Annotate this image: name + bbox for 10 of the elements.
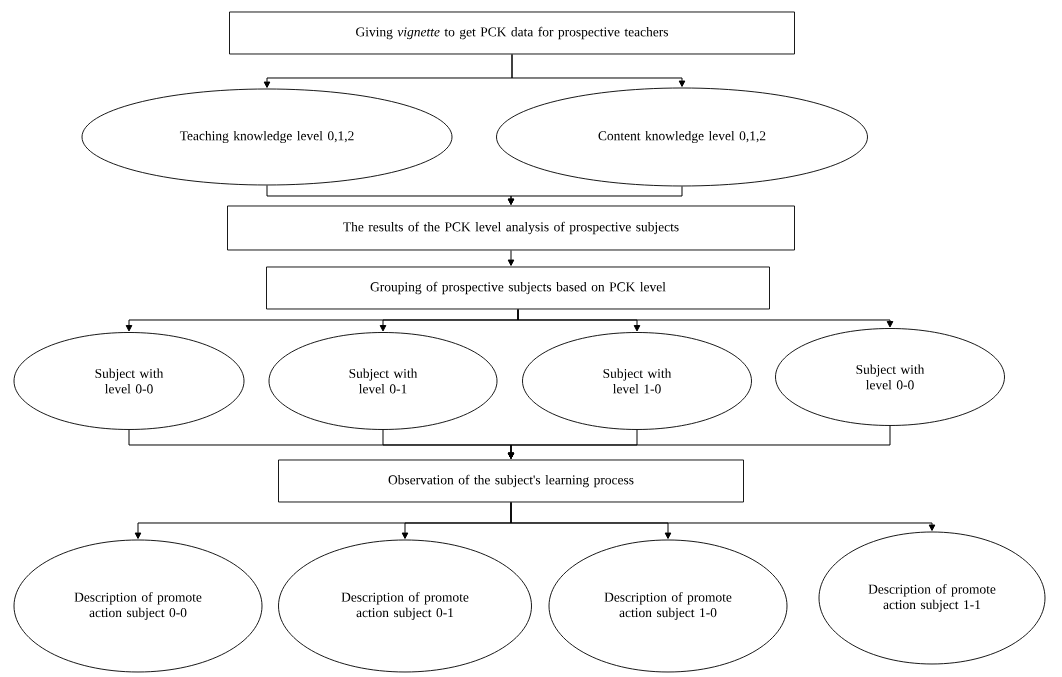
process-box: Giving vignette to get PCK data for prospective teachers xyxy=(229,11,795,55)
process-box: Grouping of prospective subjects based on PCK level xyxy=(266,266,770,310)
connector-arrow xyxy=(517,308,894,328)
connector-arrow xyxy=(511,53,686,87)
connector-arrow xyxy=(507,249,515,266)
connector-arrow xyxy=(510,501,936,531)
process-box: Observation of the subject's learning process xyxy=(278,459,744,503)
process-box: The results of the PCK level analysis of prospective subjects xyxy=(227,205,795,251)
connector-arrow xyxy=(507,185,683,205)
connector-arrow xyxy=(507,425,891,459)
